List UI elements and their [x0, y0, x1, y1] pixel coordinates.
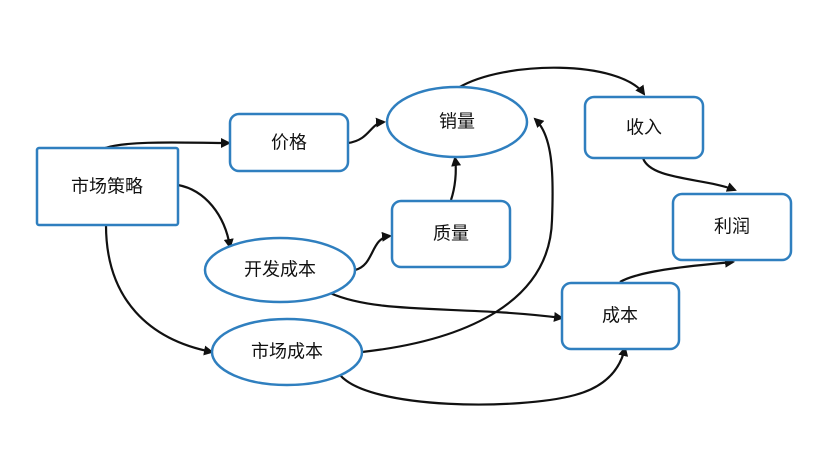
edge-strategy-to-price: [104, 137, 231, 150]
node-label-profit: 利润: [714, 217, 750, 238]
node-market-strategy: 市场策略: [35, 146, 180, 227]
edge-sales-to-revenue: [457, 66, 646, 96]
edge-devcost-to-cost: [329, 291, 564, 322]
node-label-price: 价格: [271, 133, 307, 154]
node-sales-volume: 销量: [385, 85, 529, 159]
edge-price-to-sales: [347, 117, 386, 145]
edge-marketcost-to-cost: [339, 346, 629, 406]
node-label-revenue: 收入: [626, 118, 662, 139]
edge-devcost-to-quality: [354, 231, 392, 272]
edge-revenue-to-profit: [641, 157, 737, 192]
node-label-dev-cost: 开发成本: [244, 260, 316, 281]
nodes: 市场策略 价格 销量 收入 开发成本 质量 利润 成本: [35, 85, 793, 387]
node-dev-cost: 开发成本: [203, 236, 357, 304]
node-price: 价格: [228, 112, 350, 173]
node-profit: 利润: [671, 192, 793, 262]
node-label-quality: 质量: [433, 224, 469, 245]
node-cost: 成本: [560, 281, 681, 351]
node-quality: 质量: [390, 199, 512, 269]
edge-cost-to-profit: [619, 257, 735, 283]
node-label-sales-volume: 销量: [439, 112, 475, 133]
edge-quality-to-sales: [449, 156, 462, 201]
edges: [104, 66, 737, 406]
edge-marketcost-to-sales: [361, 117, 554, 354]
node-revenue: 收入: [583, 95, 705, 160]
node-label-market-strategy: 市场策略: [71, 177, 143, 198]
node-market-cost: 市场成本: [210, 317, 364, 387]
edge-strategy-to-devcost: [177, 183, 234, 249]
node-label-cost: 成本: [602, 306, 638, 327]
node-label-market-cost: 市场成本: [251, 342, 323, 363]
edge-strategy-to-marketcost: [104, 224, 214, 356]
